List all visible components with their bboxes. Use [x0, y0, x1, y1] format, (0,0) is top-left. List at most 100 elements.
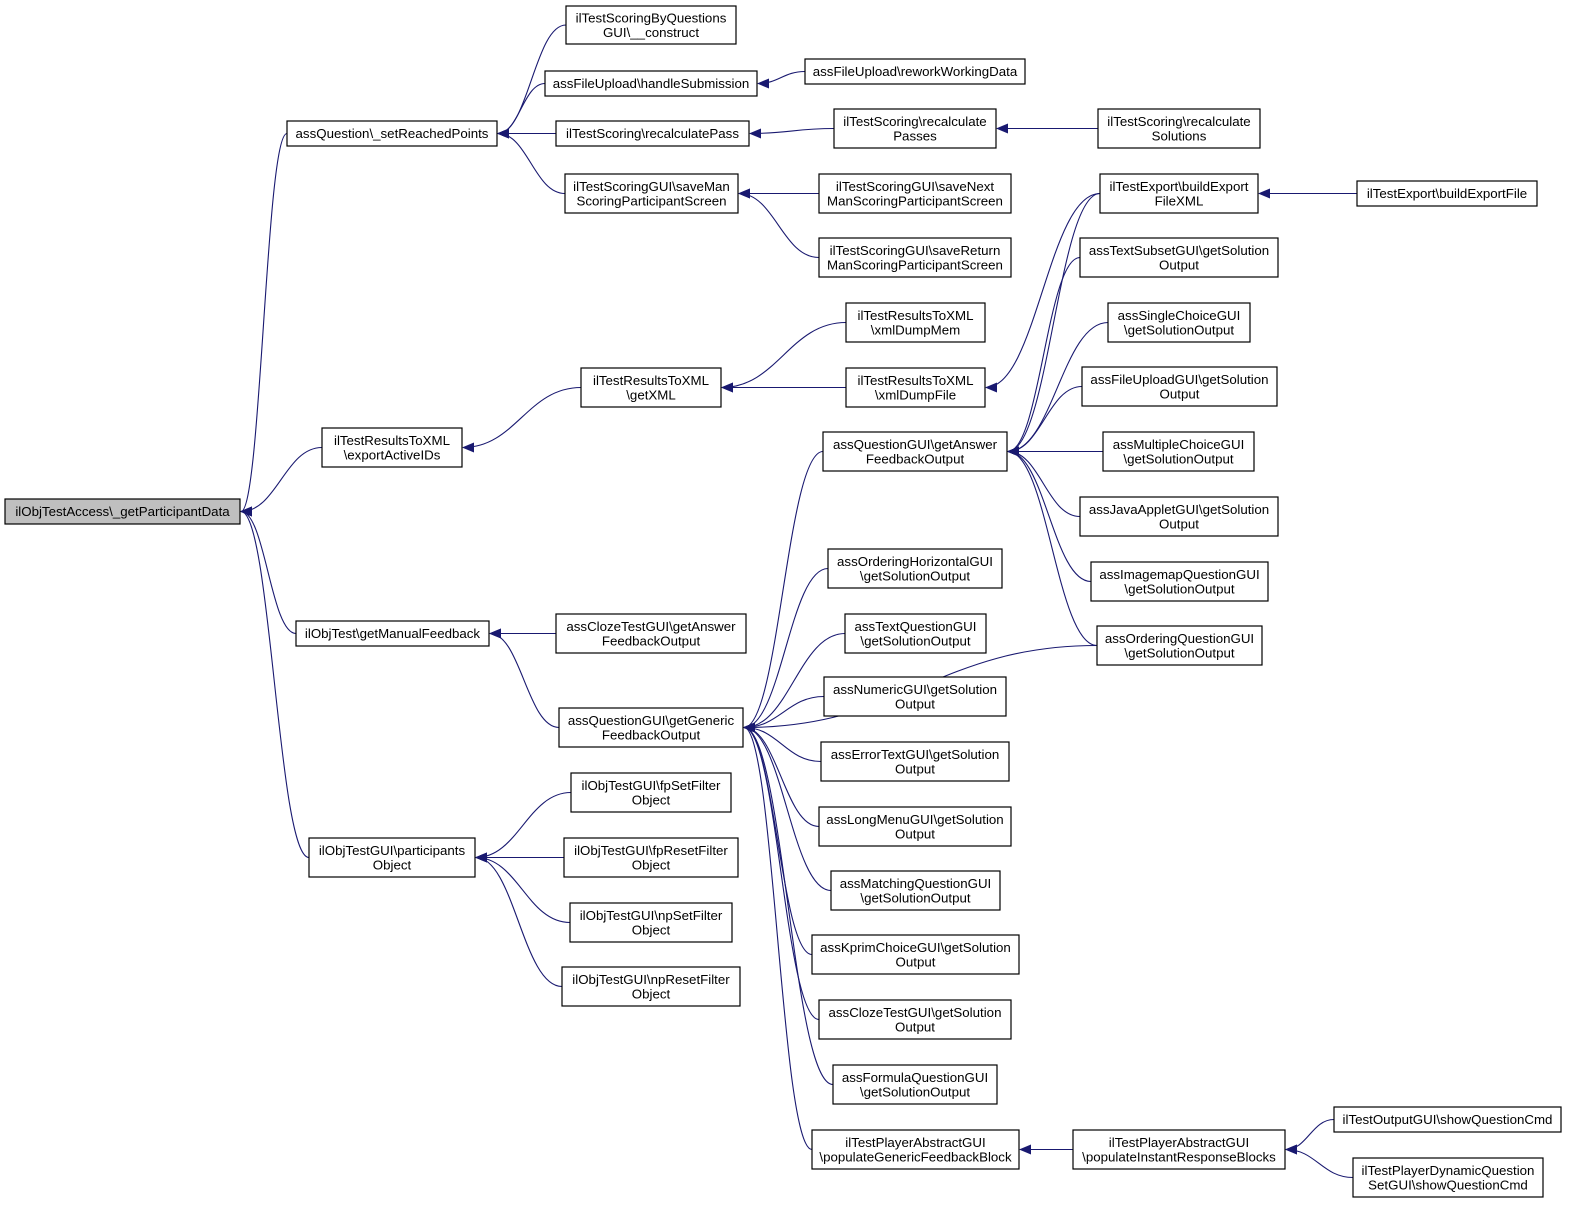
edge-orderingQ-to-answerFb	[1007, 446, 1098, 647]
node-getManualFb[interactable]: ilObjTest\getManualFeedback	[295, 620, 490, 647]
edge-npSet-to-participantsObj	[475, 852, 571, 924]
node-label-line: Output	[895, 761, 935, 776]
edge-genericFb-to-getManualFb	[489, 628, 560, 729]
node-javaApplet[interactable]: assJavaAppletGUI\getSolutionOutput	[1079, 496, 1279, 537]
node-root[interactable]: ilObjTestAccess\_getParticipantData	[4, 498, 241, 525]
node-orderingQ[interactable]: assOrderingQuestionGUI\getSolutionOutput	[1096, 625, 1263, 666]
edge-kprim-to-genericFb	[743, 722, 813, 956]
node-box	[832, 1064, 998, 1105]
node-box	[1079, 496, 1279, 537]
graph-edges	[240, 24, 1357, 1179]
node-label-line: assNumericGUI\getSolution	[833, 682, 997, 697]
graph-nodes: ilObjTestAccess\_getParticipantData assQu…	[4, 5, 1562, 1198]
node-orderingH[interactable]: assOrderingHorizontalGUI\getSolutionOutp…	[827, 548, 1003, 589]
edge-fpSet-to-participantsObj	[475, 791, 572, 863]
node-exportActive[interactable]: ilTestResultsToXML\exportActiveIDs	[321, 427, 463, 468]
node-box	[1090, 561, 1269, 602]
edge-recalcPasses-to-recalcPass	[749, 127, 835, 139]
node-textSubset[interactable]: assTextSubsetGUI\getSolutionOutput	[1079, 237, 1279, 278]
node-label-line: ilTestResultsToXML	[334, 433, 450, 448]
node-errorText[interactable]: assErrorTextGUI\getSolutionOutput	[820, 741, 1010, 782]
node-label-line: Object	[632, 922, 671, 937]
node-label-line: ilTestScoring\recalculate	[1107, 114, 1250, 129]
node-label-line: Object	[632, 792, 671, 807]
node-formula[interactable]: assFormulaQuestionGUI\getSolutionOutput	[832, 1064, 998, 1105]
node-box	[1096, 625, 1263, 666]
node-box	[845, 367, 986, 408]
node-xmlDumpMem[interactable]: ilTestResultsToXML\xmlDumpMem	[845, 302, 986, 343]
node-box	[564, 173, 739, 214]
node-label-line: ilObjTestGUI\participants	[319, 843, 466, 858]
node-textQ[interactable]: assTextQuestionGUI\getSolutionOutput	[844, 613, 987, 654]
node-fileUploadGUI[interactable]: assFileUploadGUI\getSolutionOutput	[1081, 366, 1278, 407]
node-saveNext[interactable]: ilTestScoringGUI\saveNextManScoringParti…	[818, 173, 1012, 214]
node-box	[544, 70, 758, 97]
node-outputShow[interactable]: ilTestOutputGUI\showQuestionCmd	[1333, 1106, 1562, 1133]
node-imagemap[interactable]: assImagemapQuestionGUI\getSolutionOutput	[1090, 561, 1269, 602]
node-label-line: \getSolutionOutput	[1124, 322, 1234, 337]
node-box	[1333, 1106, 1562, 1133]
node-multipleChoice[interactable]: assMultipleChoiceGUI\getSolutionOutput	[1102, 431, 1255, 472]
node-box	[1079, 237, 1279, 278]
edge-reworkWorking-to-fileHandle	[757, 70, 806, 89]
edge-buildExportXML-to-xmlDumpFile	[985, 192, 1101, 393]
node-label-line: assQuestionGUI\getGeneric	[568, 713, 735, 728]
edge-getManualFb-to-root	[240, 506, 297, 635]
node-buildExportFile[interactable]: ilTestExport\buildExportFile	[1356, 180, 1538, 207]
node-saveReturn[interactable]: ilTestScoringGUI\saveReturnManScoringPar…	[818, 237, 1012, 278]
node-populateGeneric[interactable]: ilTestPlayerAbstractGUI\populateGenericF…	[811, 1129, 1020, 1170]
node-box	[822, 431, 1008, 472]
edge-answerFb-to-genericFb	[743, 450, 824, 733]
node-label-line: Object	[632, 986, 671, 1001]
node-label-line: Output	[895, 696, 935, 711]
node-reworkWorking[interactable]: assFileUpload\reworkWorkingData	[804, 58, 1026, 85]
node-xmlDumpFile[interactable]: ilTestResultsToXML\xmlDumpFile	[845, 367, 986, 408]
node-kprim[interactable]: assKprimChoiceGUI\getSolutionOutput	[811, 934, 1020, 975]
node-label-line: ilTestExport\buildExportFile	[1367, 186, 1527, 201]
node-singleChoice[interactable]: assSingleChoiceGUI\getSolutionOutput	[1107, 302, 1251, 343]
node-label-line: ilObjTestGUI\fpResetFilter	[574, 843, 728, 858]
edge-longMenu-to-genericFb	[743, 722, 820, 828]
node-clozeSolution[interactable]: assClozeTestGUI\getSolutionOutput	[818, 999, 1012, 1040]
node-populateInstant[interactable]: ilTestPlayerAbstractGUI\populateInstantR…	[1072, 1129, 1286, 1170]
node-label-line: \getSolutionOutput	[1124, 645, 1234, 660]
node-label-line: ScoringParticipantScreen	[576, 193, 726, 208]
node-fileHandle[interactable]: assFileUpload\handleSubmission	[544, 70, 758, 97]
node-label-line: Output	[1160, 386, 1200, 401]
node-label-line: \xmlDumpMem	[871, 322, 960, 337]
edge-clozeSolution-to-genericFb	[743, 722, 820, 1021]
node-setReached[interactable]: assQuestion\_setReachedPoints	[286, 120, 498, 147]
node-label-line: assClozeTestGUI\getSolution	[829, 1005, 1002, 1020]
node-getXML[interactable]: ilTestResultsToXML\getXML	[580, 367, 722, 408]
node-recalcPass[interactable]: ilTestScoring\recalculatePass	[555, 120, 750, 147]
node-saveManScoring[interactable]: ilTestScoringGUI\saveManScoringParticipa…	[564, 173, 739, 214]
node-box	[818, 999, 1012, 1040]
node-longMenu[interactable]: assLongMenuGUI\getSolutionOutput	[818, 806, 1012, 847]
node-numeric[interactable]: assNumericGUI\getSolutionOutput	[823, 676, 1007, 717]
node-label-line: Object	[373, 857, 412, 872]
edge-matching-to-genericFb	[743, 722, 832, 892]
node-label-line: ilTestOutputGUI\showQuestionCmd	[1343, 1112, 1553, 1127]
node-label-line: SetGUI\showQuestionCmd	[1368, 1177, 1528, 1192]
node-label-line: assFormulaQuestionGUI	[842, 1070, 988, 1085]
node-dynamicShow[interactable]: ilTestPlayerDynamicQuestionSetGUI\showQu…	[1352, 1157, 1544, 1198]
edge-orderingH-to-genericFb	[743, 567, 829, 733]
node-box	[4, 498, 241, 525]
node-box	[561, 966, 741, 1007]
node-matching[interactable]: assMatchingQuestionGUI\getSolutionOutput	[830, 870, 1001, 911]
node-label-line: ManScoringParticipantScreen	[827, 193, 1003, 208]
node-box	[555, 120, 750, 147]
